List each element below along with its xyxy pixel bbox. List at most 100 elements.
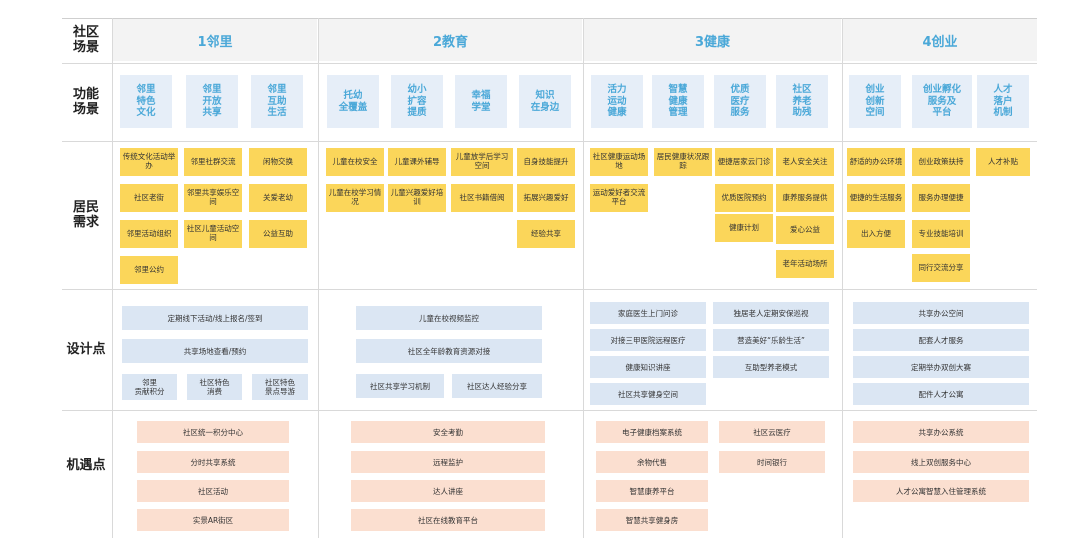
need-note: 儿童课外辅导 [388,148,446,176]
function-box: 托幼 全覆盖 [327,75,379,128]
need-note: 运动爱好者交流平台 [590,184,648,212]
need-note: 拓展兴趣爱好 [517,184,575,212]
function-box: 幼小 扩容 提质 [391,75,443,128]
design-point: 社区达人经验分享 [452,374,542,398]
function-box: 幸福 学堂 [455,75,507,128]
need-note: 老年活动场所 [776,250,834,278]
row-header-design: 设计点 [66,341,106,357]
need-note: 人才补贴 [976,148,1030,176]
grid-line [842,18,843,538]
need-note: 儿童在校学习情况 [326,184,384,212]
need-note: 儿童兴趣爱好培训 [388,184,446,212]
row-header-needs: 居民 需求 [72,199,99,230]
design-point: 家庭医生上门问诊 [590,302,706,324]
function-box: 创业 创新 空间 [849,75,901,128]
opportunity-point: 共享办公系统 [853,421,1029,443]
need-note: 邻里公约 [120,256,178,284]
function-box: 邻里 开放 共享 [186,75,238,128]
function-box: 邻里 特色 文化 [120,75,172,128]
function-box: 活力 运动 健康 [591,75,643,128]
need-note: 公益互助 [249,220,307,248]
opportunity-point: 余物代售 [596,451,708,473]
opportunity-point: 时间银行 [719,451,825,473]
design-point: 定期举办双创大赛 [853,356,1029,378]
opportunity-point: 智慧康养平台 [596,480,708,502]
design-point: 配套人才服务 [853,329,1029,351]
function-box: 知识 在身边 [519,75,571,128]
grid-line [318,18,319,538]
design-point: 配件人才公寓 [853,383,1029,405]
design-point: 儿童在校视频监控 [356,306,542,330]
need-note: 服务办理便捷 [912,184,970,212]
need-note: 社区儿童活动空间 [184,220,242,248]
need-note: 老人安全关注 [776,148,834,176]
need-note: 邻里共享娱乐空间 [184,184,242,212]
row-header-function: 功能 场景 [72,86,99,117]
column-header-education: 2教育 [319,19,582,61]
column-header-neighborhood: 1邻里 [113,19,317,61]
grid-line [583,18,584,538]
design-point: 邻里 贡献积分 [122,374,177,400]
design-point: 共享场地查看/预约 [122,339,308,363]
opportunity-point: 线上双创服务中心 [853,451,1029,473]
grid-line [62,289,1037,290]
function-box: 智慧 健康 管理 [652,75,704,128]
need-note: 社区健康运动场地 [590,148,648,176]
grid-line [62,410,1037,411]
need-note: 自身技能提升 [517,148,575,176]
need-note: 优质医院预约 [715,184,773,212]
grid-line [62,63,1037,64]
opportunity-point: 达人讲座 [351,480,545,502]
need-note: 便捷居家云门诊 [715,148,773,176]
function-box: 人才 落户 机制 [977,75,1029,128]
need-note: 专业技能培训 [912,220,970,248]
opportunity-point: 社区在线教育平台 [351,509,545,531]
opportunity-point: 实景AR街区 [137,509,289,531]
function-box: 创业孵化 服务及 平台 [912,75,972,128]
row-header-scene: 社区 场景 [72,25,99,55]
need-note: 闲物交换 [249,148,307,176]
grid-line [62,141,1037,142]
need-note: 儿童在校安全 [326,148,384,176]
need-note: 居民健康状况跟踪 [654,148,712,176]
design-point: 社区共享学习机制 [356,374,444,398]
need-note: 邻里活动组织 [120,220,178,248]
function-box: 优质 医疗 服务 [714,75,766,128]
design-point: 营造美好“乐龄生活” [713,329,829,351]
need-note: 康养服务提供 [776,184,834,212]
function-box: 社区 养老 助残 [776,75,828,128]
grid-line [62,18,1037,19]
column-header-health: 3健康 [584,19,841,61]
opportunity-point: 社区云医疗 [719,421,825,443]
opportunity-point: 分时共享系统 [137,451,289,473]
design-point: 社区全年龄教育资源对接 [356,339,542,363]
opportunity-point: 安全考勤 [351,421,545,443]
design-point: 健康知识讲座 [590,356,706,378]
row-header-opportunity: 机遇点 [66,457,106,473]
need-note: 创业政策扶持 [912,148,970,176]
opportunity-point: 智慧共享健身房 [596,509,708,531]
need-note: 经验共享 [517,220,575,248]
design-point: 共享办公空间 [853,302,1029,324]
opportunity-point: 电子健康档案系统 [596,421,708,443]
design-point: 社区特色 景点导游 [252,374,308,400]
need-note: 关爱老幼 [249,184,307,212]
design-point: 社区特色 消费 [187,374,242,400]
need-note: 出入方便 [847,220,905,248]
need-note: 便捷的生活服务 [847,184,905,212]
opportunity-point: 人才公寓智慧入住管理系统 [853,480,1029,502]
design-point: 社区共享健身空间 [590,383,706,405]
grid-line [112,18,113,538]
column-header-startup: 4创业 [843,19,1037,61]
need-note: 社区书籍借阅 [451,184,513,212]
opportunity-point: 社区活动 [137,480,289,502]
need-note: 传统文化活动举办 [120,148,178,176]
need-note: 社区老街 [120,184,178,212]
need-note: 健康计划 [715,214,773,242]
need-note: 同行交流分享 [912,254,970,282]
design-point: 互助型养老模式 [713,356,829,378]
need-note: 舒适的办公环境 [847,148,905,176]
design-point: 定期线下活动/线上报名/签到 [122,306,308,330]
opportunity-point: 远程监护 [351,451,545,473]
function-box: 邻里 互助 生活 [251,75,303,128]
